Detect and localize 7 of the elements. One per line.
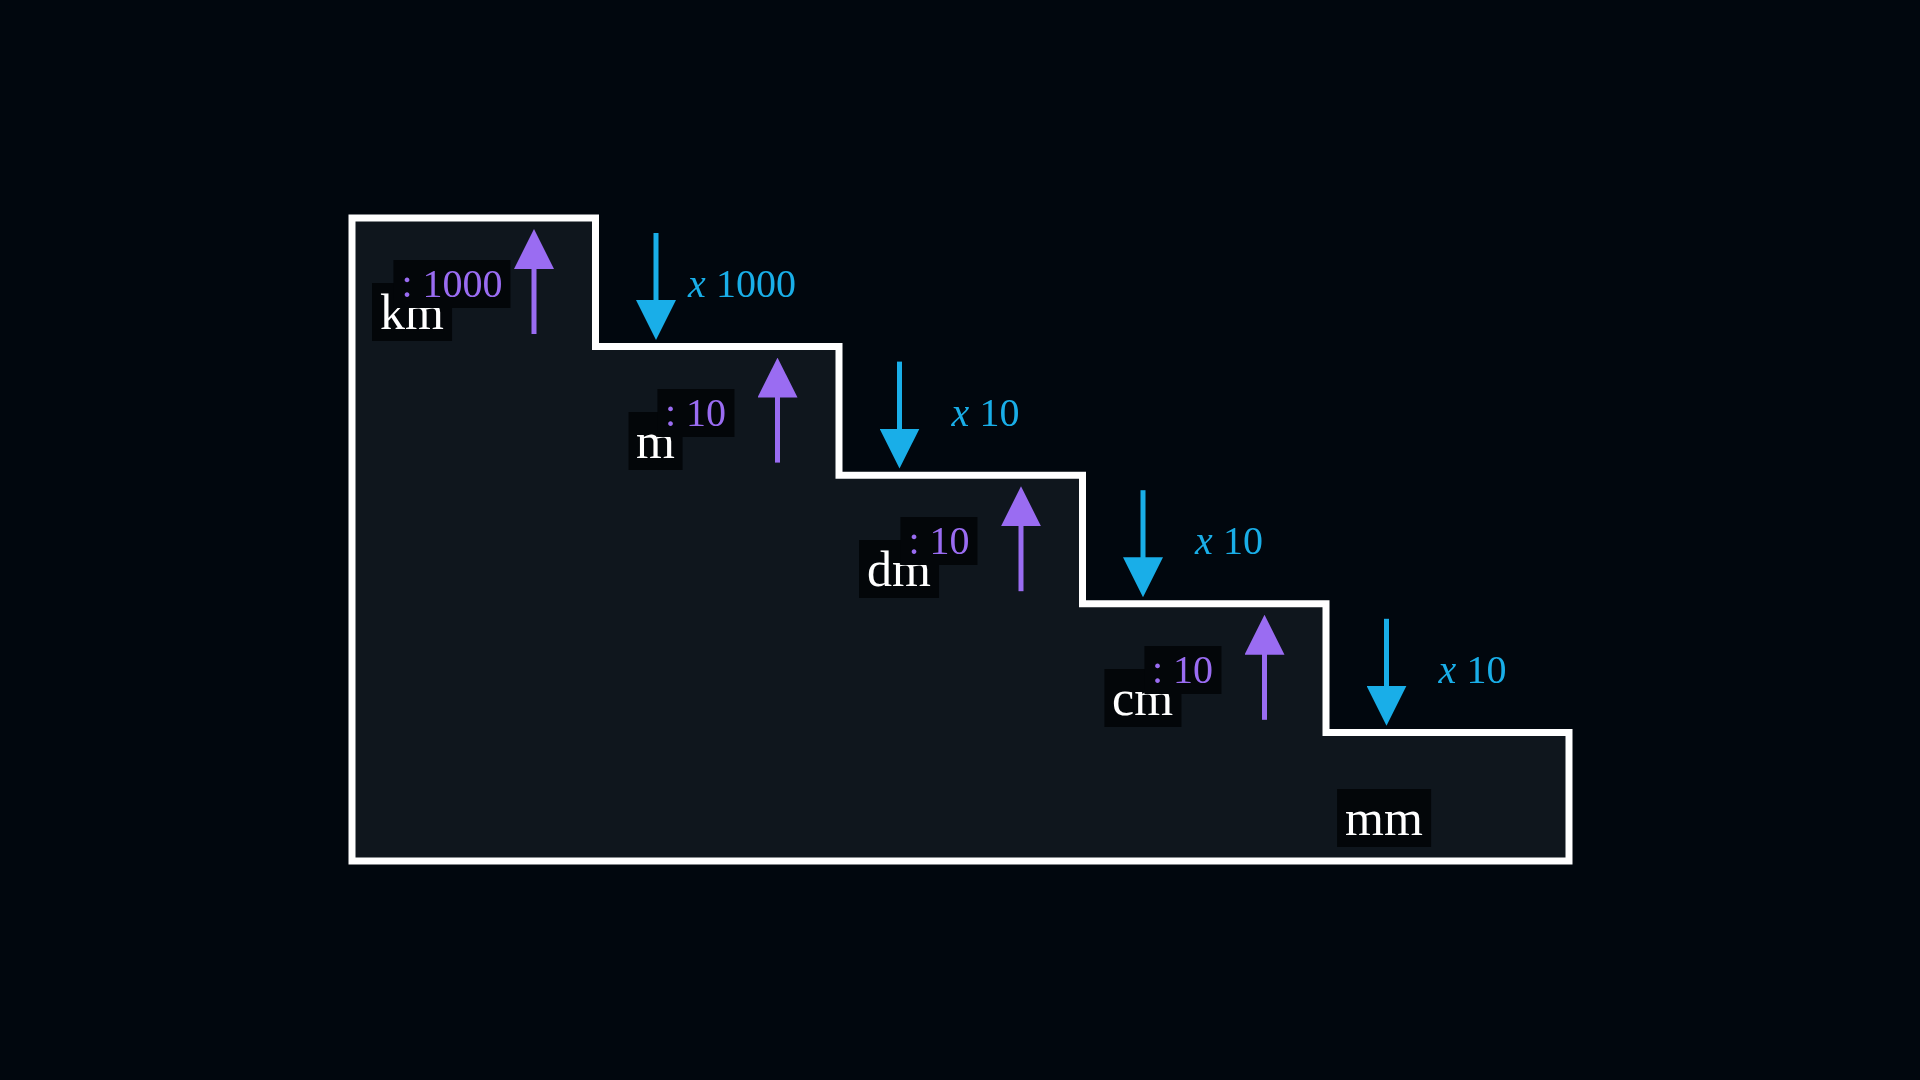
multiplier-label: x 10 — [1437, 645, 1508, 694]
divisor-label: : 10 — [1143, 645, 1222, 694]
multiplier-label: x 10 — [950, 388, 1021, 437]
multiplier-label: x 10 — [1193, 517, 1264, 566]
multiplier-label: x 1000 — [686, 260, 797, 308]
unit-label: mm — [1337, 789, 1431, 847]
divisor-label: : 10 — [656, 388, 735, 437]
